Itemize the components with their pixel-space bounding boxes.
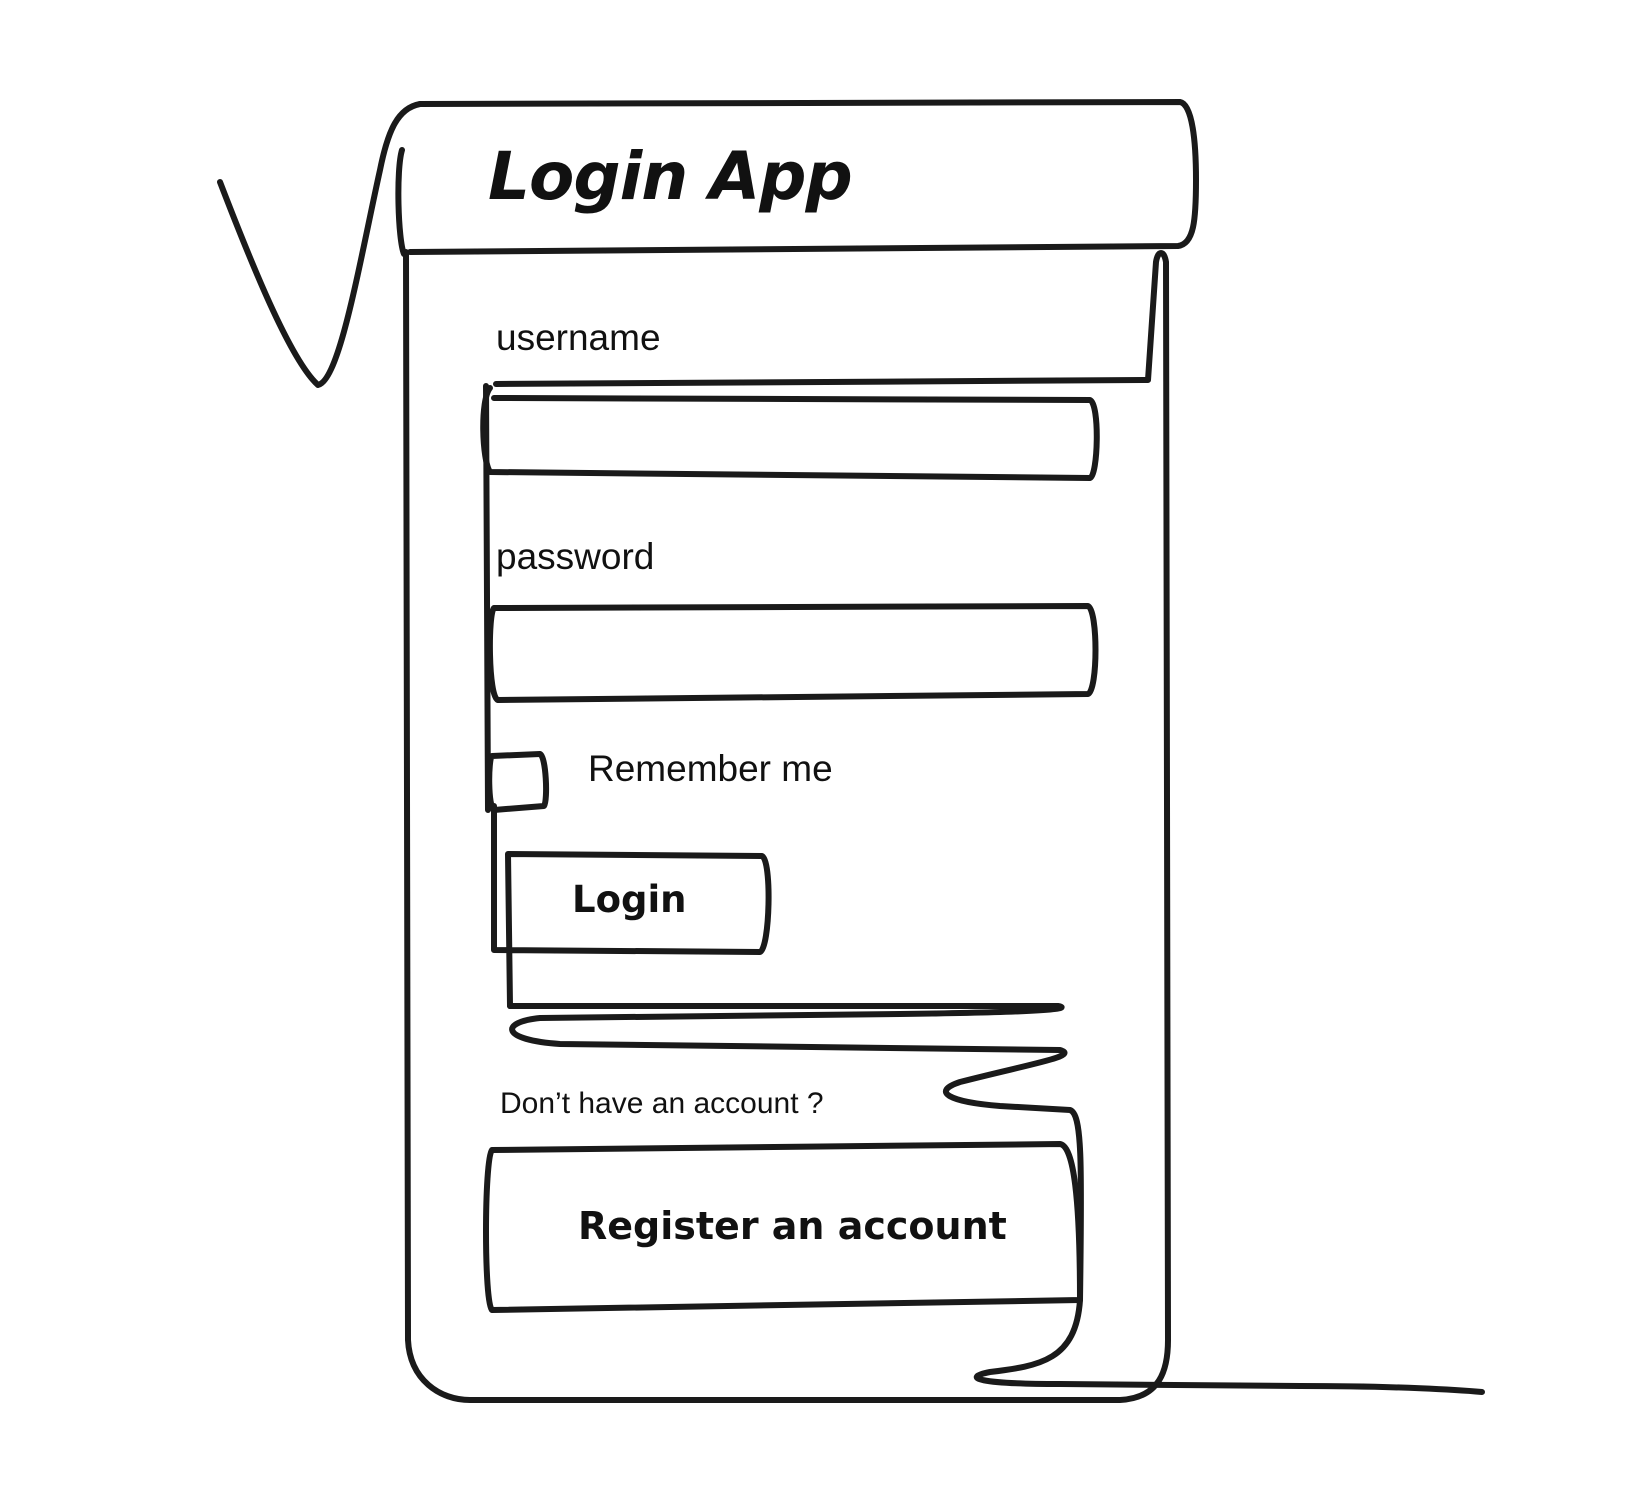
app-title: Login App: [488, 138, 853, 215]
password-input[interactable]: [496, 610, 1090, 698]
username-label: username: [496, 317, 661, 358]
remember-me-checkbox[interactable]: [492, 756, 544, 808]
no-account-prompt: Don’t have an account ?: [500, 1087, 824, 1120]
password-label: password: [496, 536, 655, 577]
login-button[interactable]: Login: [506, 856, 764, 950]
remember-me-label: Remember me: [588, 748, 833, 789]
register-button[interactable]: Register an account: [492, 1148, 1078, 1308]
username-input[interactable]: [492, 400, 1092, 476]
register-button-label: Register an account: [578, 1204, 1007, 1248]
login-button-label: Login: [572, 878, 687, 921]
